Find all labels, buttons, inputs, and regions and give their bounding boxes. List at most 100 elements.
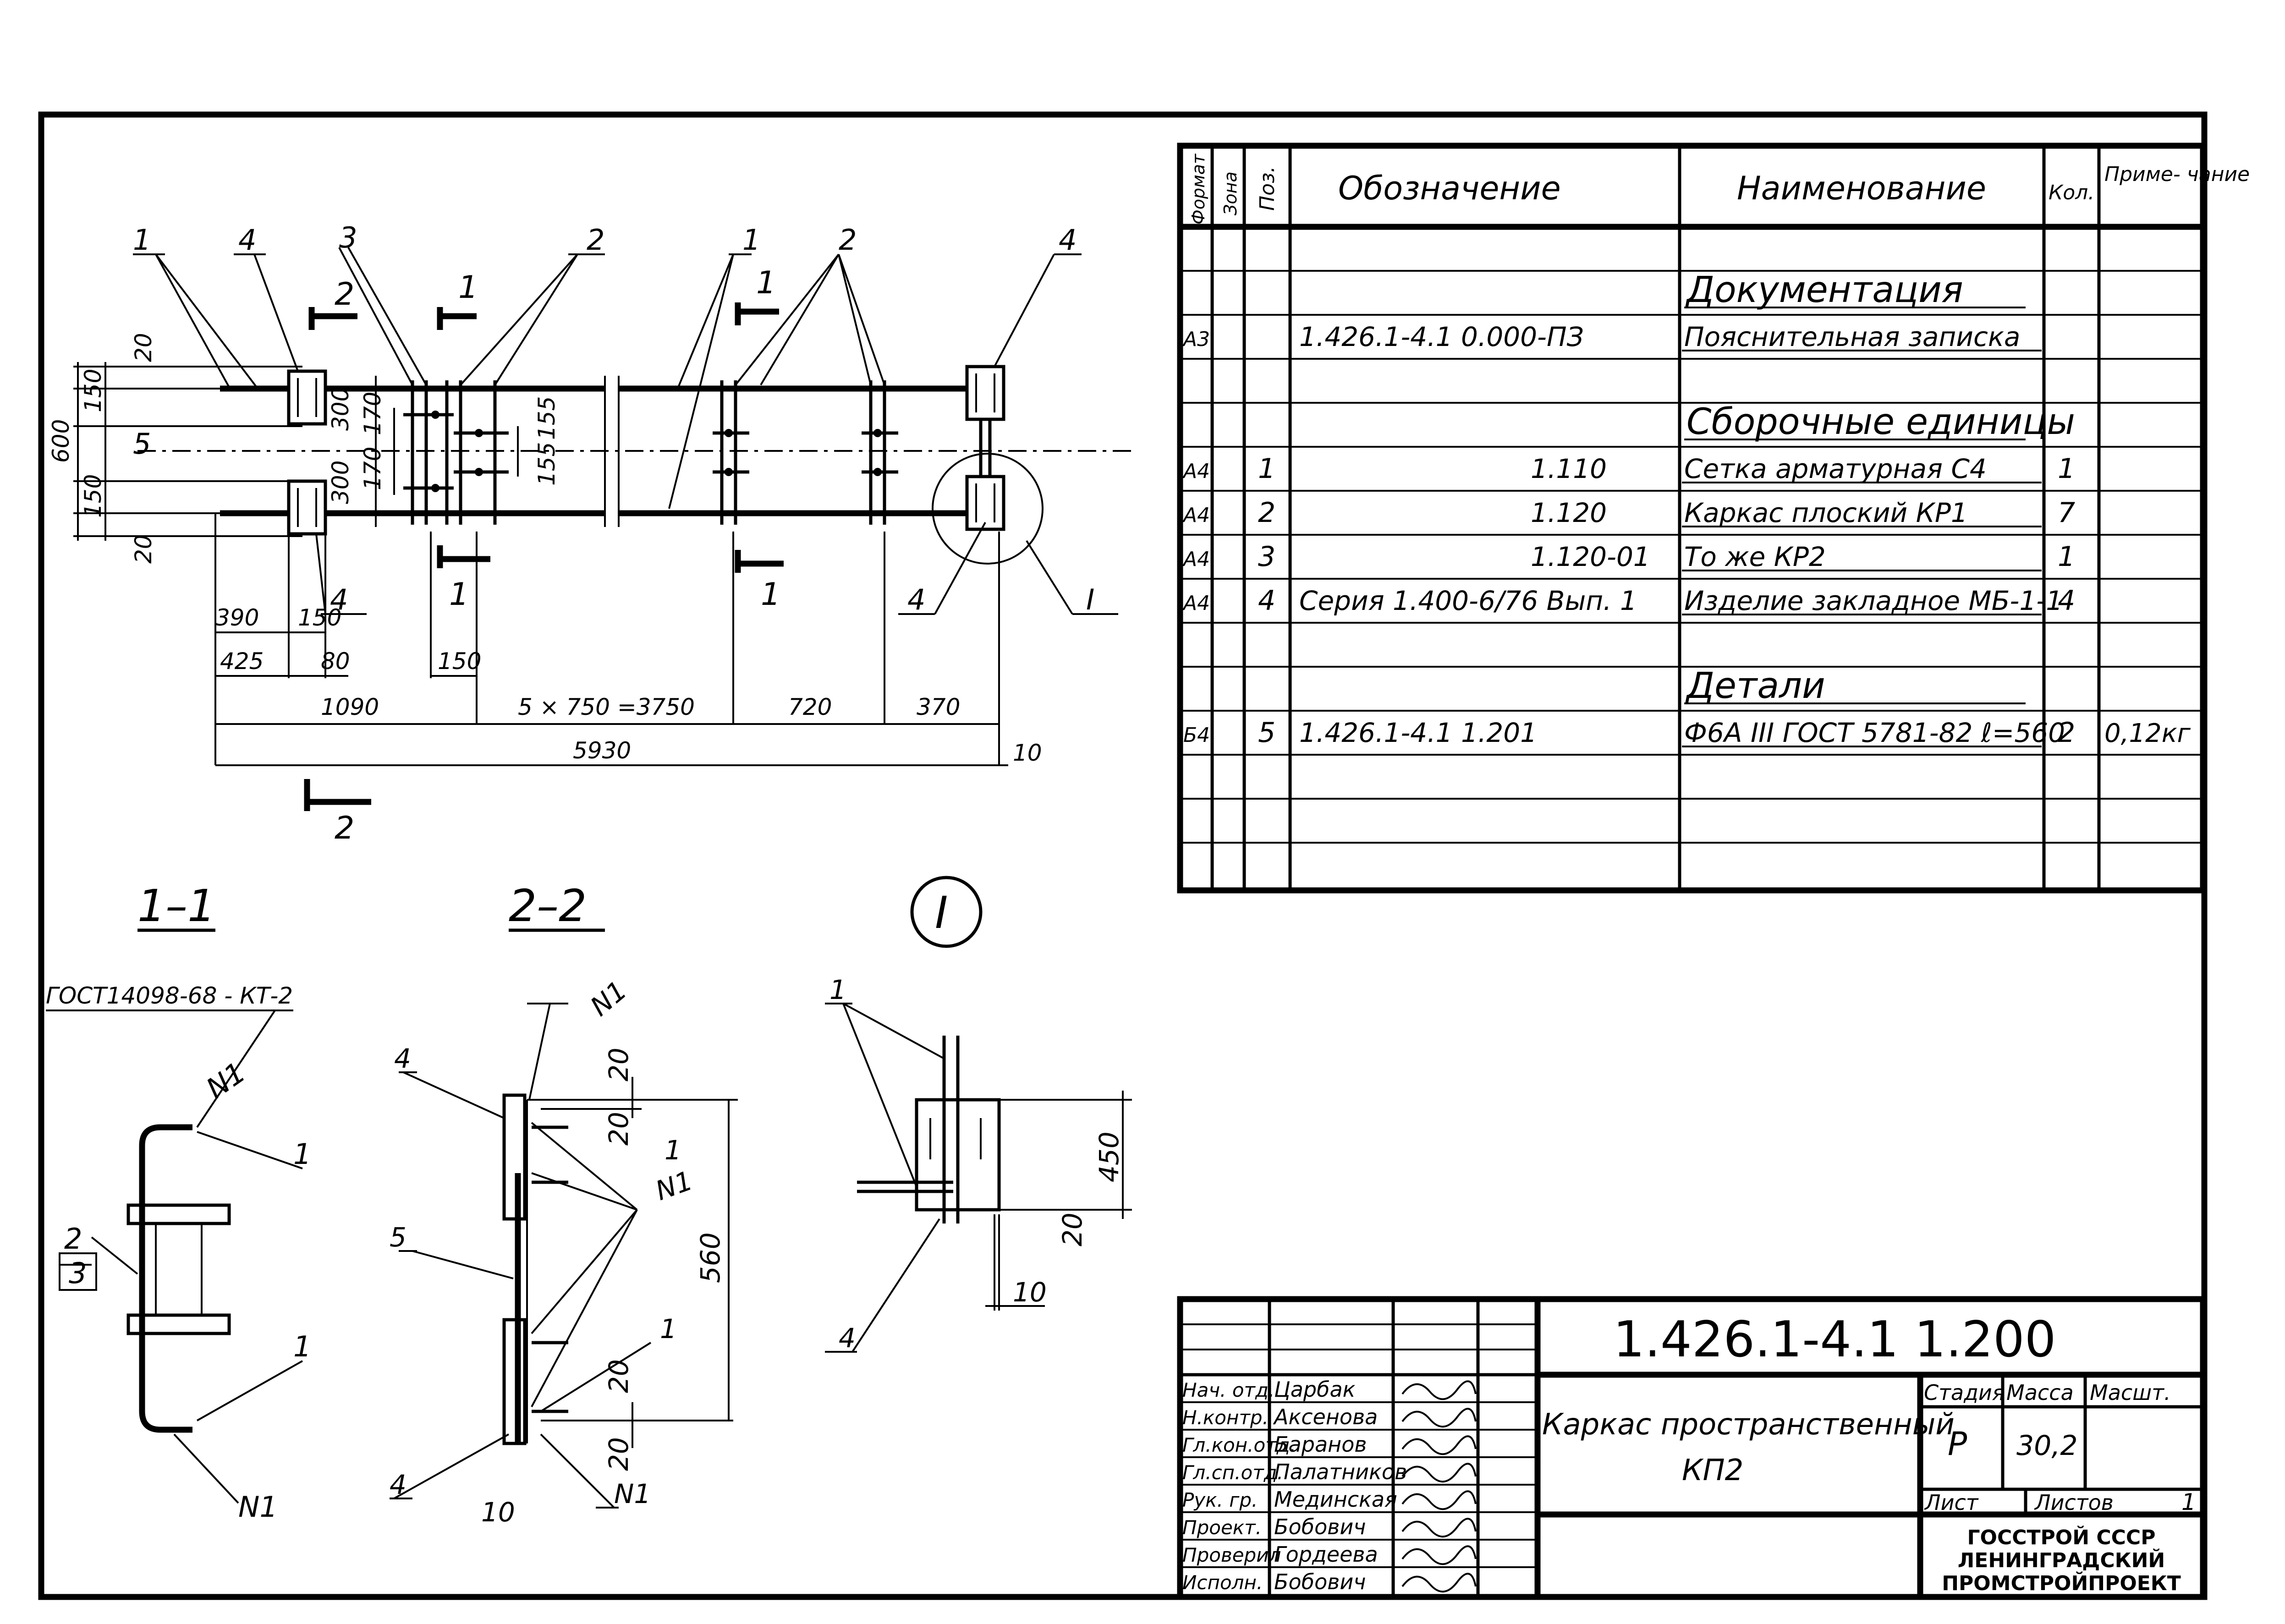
spec-cell-note: 0,12кг: [2104, 719, 2191, 748]
plan-view: 1 4 3 2 1 2 4 4 4 5 I 2 1 1 1 1 2: [48, 221, 1132, 846]
spec-header-zone: Зона: [1220, 171, 1241, 215]
dim-label: 300: [327, 461, 354, 504]
signature-name: Бобович: [1274, 1569, 1366, 1594]
spec-cell-name: Ф6А III ГОСТ 5781-82 ℓ=560: [1684, 717, 2065, 748]
title-block-signatures: Нач. отд.ЦарбакН.контр.АксеноваГл.кон.от…: [1182, 1377, 1477, 1594]
plan-leader-label: 5: [133, 427, 151, 461]
s22-label: 560: [695, 1232, 726, 1283]
signature-role: Проверил: [1182, 1544, 1281, 1566]
dim-label: 10: [1013, 740, 1042, 766]
cut-label-1: 1: [761, 576, 780, 613]
spec-cell-format: А4: [1182, 548, 1210, 571]
dim-label: 20: [130, 333, 157, 362]
s22-label: 20: [603, 1048, 634, 1081]
spec-cell-name: Изделие закладное МБ-1-1: [1684, 585, 2063, 616]
spec-cell-qty: 7: [2058, 497, 2075, 529]
title-block-row-lines: [1180, 1323, 1538, 1568]
spec-header-format: Формат: [1188, 153, 1208, 225]
s11-label: 3: [69, 1256, 87, 1290]
signature-role: Гл.сп.отд.: [1182, 1461, 1283, 1484]
signature-name: Бобович: [1274, 1514, 1366, 1539]
spec-cell-qty: 1: [2058, 541, 2075, 573]
spec-header-name: Наименование: [1737, 170, 1986, 207]
detail-label: 1: [829, 974, 846, 1005]
dim-label: 150: [298, 604, 341, 631]
cut-label-2: 2: [335, 276, 354, 313]
signature-scribble: [1401, 1490, 1477, 1510]
scale-label: Масшт.: [2090, 1380, 2171, 1405]
s11-label: 1: [293, 1137, 311, 1171]
spec-cell-format: А4: [1182, 460, 1210, 483]
detail-label: 450: [1093, 1131, 1125, 1182]
section-cut-markers: [304, 302, 784, 811]
product-name: Каркас пространственный: [1542, 1408, 1955, 1442]
plan-leader-label: 2: [587, 223, 604, 257]
plan-embedded-plates: [287, 365, 1005, 536]
dim-label: 20: [130, 534, 157, 564]
detail-label: 10: [1013, 1277, 1047, 1308]
org-line-2: ЛЕНИНГРАДСКИЙ: [1958, 1548, 2165, 1572]
s11-label: N1: [200, 1055, 252, 1105]
dim-label: 300: [327, 387, 354, 431]
spec-cell-qty: 2: [2058, 717, 2075, 749]
dim-label: 390: [215, 604, 259, 631]
spec-cell-pos: 5: [1258, 717, 1275, 749]
dim-label: 170: [359, 447, 386, 490]
signature-role: Нач. отд.: [1182, 1379, 1274, 1401]
gost-note: ГОСТ14098-68 - КТ-2: [46, 982, 293, 1009]
plan-leaders: [133, 247, 1118, 615]
signature-name: Царбак: [1274, 1377, 1356, 1402]
spec-table: Формат Зона Поз. Обозначение Наименовани…: [1177, 143, 2250, 894]
plan-dimension-labels: 600 150 150 20 20 300 300 170 170 155 15…: [48, 333, 1042, 766]
product-mark: КП2: [1682, 1454, 1743, 1487]
signature-scribble: [1401, 1518, 1477, 1538]
s22-label: 20: [603, 1359, 634, 1393]
signature-scribble: [1401, 1435, 1477, 1455]
cut-label-1: 1: [756, 265, 776, 301]
signature-name: Мединская: [1274, 1487, 1397, 1512]
dim-label: 155: [533, 442, 560, 486]
spec-cell-format: А4: [1182, 504, 1210, 527]
stage-label: Стадия: [1924, 1380, 2005, 1405]
s22-label: N1: [652, 1165, 697, 1207]
spec-cell-qty: 1: [2058, 453, 2075, 485]
s22-label: 4: [390, 1469, 406, 1500]
cut-label-1: 1: [449, 576, 469, 613]
spec-cell-designation: 1.426.1-4.1 1.201: [1299, 717, 1537, 748]
signature-role: Исполн.: [1182, 1571, 1263, 1594]
spec-cell-name: Сборочные единицы: [1686, 401, 2075, 443]
spec-cell-pos: 2: [1258, 497, 1275, 529]
section-cut-labels: 2 1 1 1 1 2: [335, 265, 780, 846]
cut-label-2: 2: [335, 810, 354, 846]
signature-name: Аксенова: [1273, 1405, 1378, 1429]
s11-label: 1: [293, 1330, 311, 1363]
dim-label: 1090: [321, 694, 379, 720]
dim-label: 5 × 750 =3750: [518, 694, 695, 720]
spec-cell-format: А3: [1182, 328, 1210, 351]
signature-name: Гордеева: [1274, 1542, 1378, 1567]
section-1-1-bent-bar: [139, 1124, 192, 1433]
spec-cell-name: Документация: [1685, 269, 1963, 311]
plan-leader-label: 4: [238, 223, 256, 257]
sheets-label: Листов: [2034, 1490, 2114, 1515]
dim-label: 150: [80, 474, 106, 518]
plan-leader-label: 3: [339, 221, 357, 254]
dim-label: 370: [917, 694, 960, 720]
s22-label: 1: [665, 1135, 681, 1166]
spec-cell-format: А4: [1182, 592, 1210, 615]
spec-cell-qty: 4: [2058, 585, 2075, 617]
dim-label: 150: [80, 369, 106, 412]
detail-label: 4: [839, 1322, 856, 1354]
plan-leader-label: 2: [839, 223, 857, 257]
signature-name: Баранов: [1274, 1432, 1367, 1457]
s22-label: 1: [660, 1313, 677, 1344]
spec-cell-name: То же КР2: [1684, 541, 1826, 572]
plan-flat-frames: [411, 380, 886, 525]
section-2-2: N1 4 1 N1 5 1 4 N1 20 20 560 20 20 10: [390, 975, 738, 1528]
detail-I-callout-circle: [932, 453, 1044, 565]
sheet-label: Лист: [1924, 1490, 1979, 1515]
signature-role: Рук. гр.: [1182, 1489, 1258, 1511]
section-1-1-title: 1–1: [137, 880, 215, 932]
